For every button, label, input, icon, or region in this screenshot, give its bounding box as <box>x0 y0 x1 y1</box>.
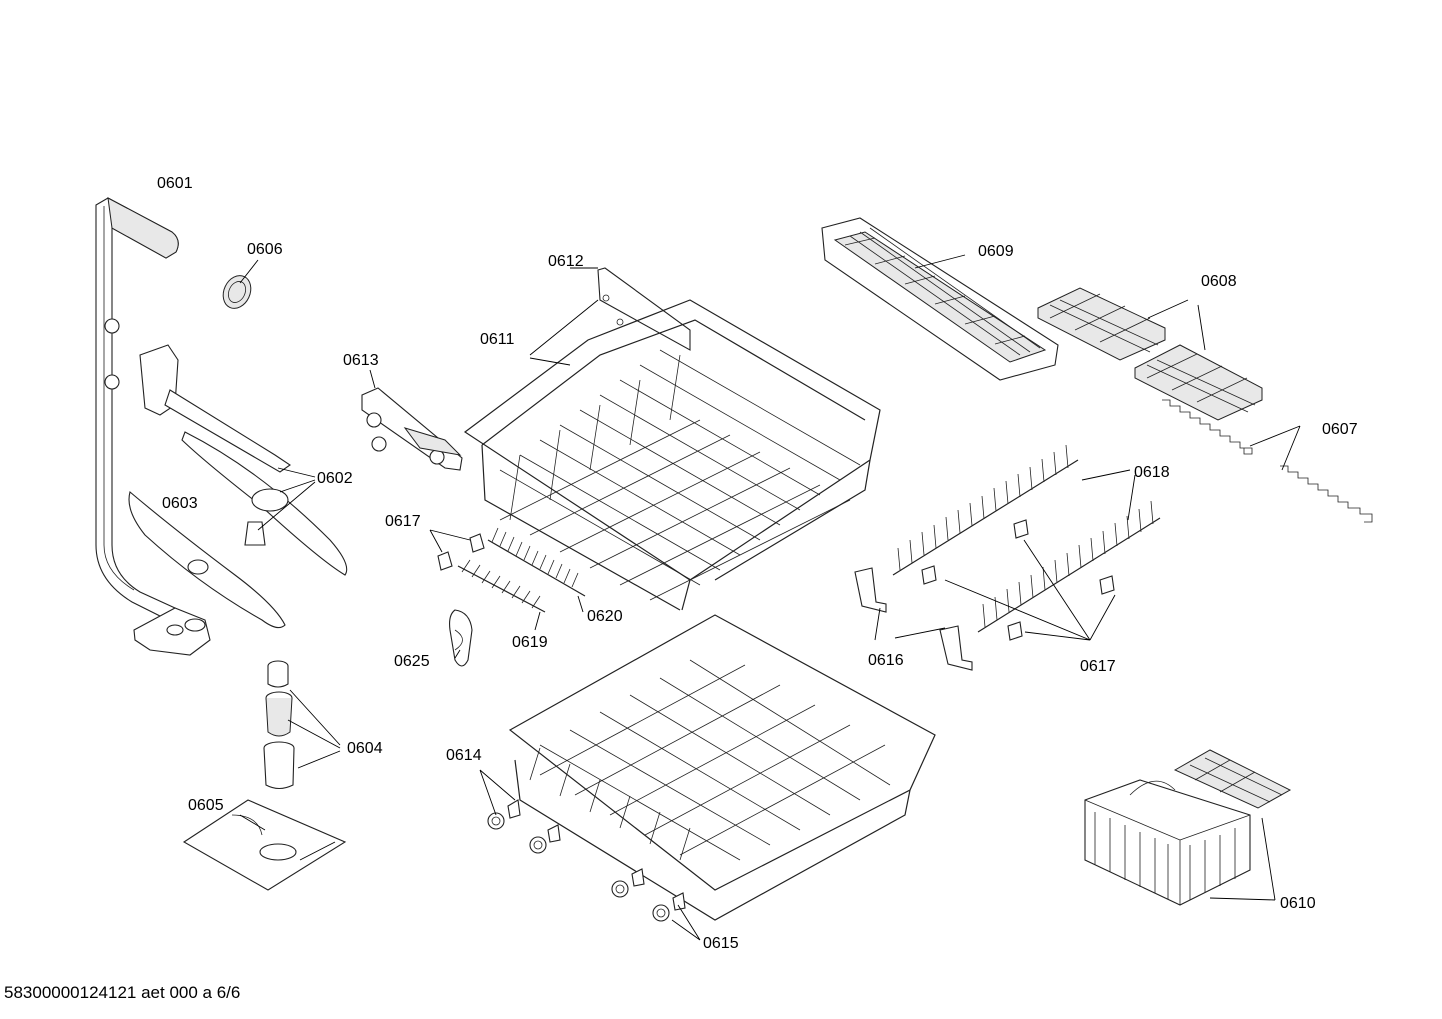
label-0618: 0618 <box>1134 464 1170 481</box>
label-0620: 0620 <box>587 608 623 625</box>
label-0601: 0601 <box>157 175 193 192</box>
label-0613: 0613 <box>343 352 379 369</box>
leader-lines <box>239 254 1301 941</box>
label-0617-right: 0617 <box>1080 658 1116 675</box>
label-0616: 0616 <box>868 652 904 669</box>
flap-rack-left-part <box>437 527 586 613</box>
basket-wheels-part <box>487 799 686 922</box>
part-labels: 0601 0606 0602 0603 0604 0605 0612 0611 … <box>157 175 1358 952</box>
label-0603: 0603 <box>162 495 198 512</box>
rail-roller-part <box>361 387 463 471</box>
clip-part <box>449 609 473 667</box>
label-0615: 0615 <box>703 935 739 952</box>
cutlery-basket-part <box>1084 749 1292 906</box>
label-0608: 0608 <box>1201 273 1237 290</box>
label-0605: 0605 <box>188 797 224 814</box>
supply-pipe-part <box>95 197 211 656</box>
filter-cap-part <box>222 275 252 309</box>
label-0607: 0607 <box>1322 421 1358 438</box>
cutlery-tray-part <box>821 217 1059 381</box>
cup-rack-part <box>1037 287 1263 421</box>
micro-filter-plate-part <box>182 799 347 891</box>
label-0610: 0610 <box>1280 895 1316 912</box>
label-0625: 0625 <box>394 653 430 670</box>
lower-basket-part <box>508 614 936 921</box>
label-0609: 0609 <box>978 243 1014 260</box>
label-0617-left: 0617 <box>385 513 421 530</box>
step-insert-part <box>1162 399 1373 523</box>
upper-spray-arm-part <box>139 344 348 576</box>
label-0614: 0614 <box>446 747 482 764</box>
lower-spray-arm-part <box>128 491 286 629</box>
document-footer: 58300000124121 aet 000 a 6/6 <box>4 983 240 1002</box>
label-0602: 0602 <box>317 470 353 487</box>
label-0604: 0604 <box>347 740 383 757</box>
tine-row-part <box>892 444 1161 633</box>
rack-bracket-part <box>597 267 691 351</box>
label-0612: 0612 <box>548 253 584 270</box>
upper-basket-part <box>463 299 881 611</box>
label-0619: 0619 <box>512 634 548 651</box>
filter-set-part <box>263 660 295 790</box>
clip-set-right-part <box>854 519 1115 671</box>
label-0606: 0606 <box>247 241 283 258</box>
label-0611: 0611 <box>480 331 515 348</box>
